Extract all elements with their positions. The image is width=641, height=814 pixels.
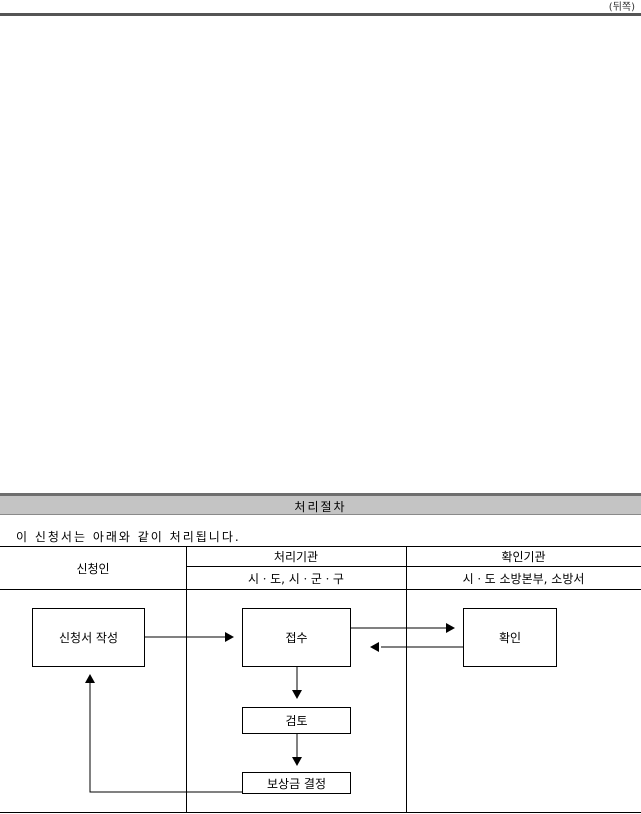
intro-text: 이 신청서는 아래와 같이 처리됩니다. [16,530,241,544]
decision-box: 보상금 결정 [242,772,351,794]
back-page-label: (뒤쪽) [608,2,635,13]
table-middle-border [186,566,641,567]
top-divider [0,13,641,16]
arrowhead-apply-to-receive [225,632,234,642]
table-header-bottom-border [0,589,641,590]
table-top-border [0,546,641,547]
section-title: 처리절차 [294,500,347,514]
receive-box: 접수 [242,608,351,667]
column-divider-2 [406,546,407,813]
review-box: 검토 [242,707,351,734]
processing-agency-detail: 시ㆍ도, 시ㆍ군ㆍ구 [248,572,344,586]
applicant-header: 신청인 [76,562,110,576]
arrow-decision-to-apply [89,683,242,793]
arrowhead-confirm-to-receive [370,642,379,652]
confirming-agency-header: 확인기관 [501,550,546,564]
section-header: 처리절차 [0,493,641,515]
confirm-box: 확인 [463,608,557,667]
column-divider-1 [186,546,187,813]
arrowhead-decision-to-apply [85,674,95,683]
table-bottom-border [0,812,641,813]
arrowhead-review-to-decision [292,757,302,766]
processing-agency-header: 처리기관 [273,550,319,564]
confirming-agency-detail: 시ㆍ도 소방본부, 소방서 [462,572,585,586]
apply-box: 신청서 작성 [32,608,145,667]
arrowhead-receive-to-confirm [446,623,455,633]
arrowhead-receive-to-review [292,690,302,699]
